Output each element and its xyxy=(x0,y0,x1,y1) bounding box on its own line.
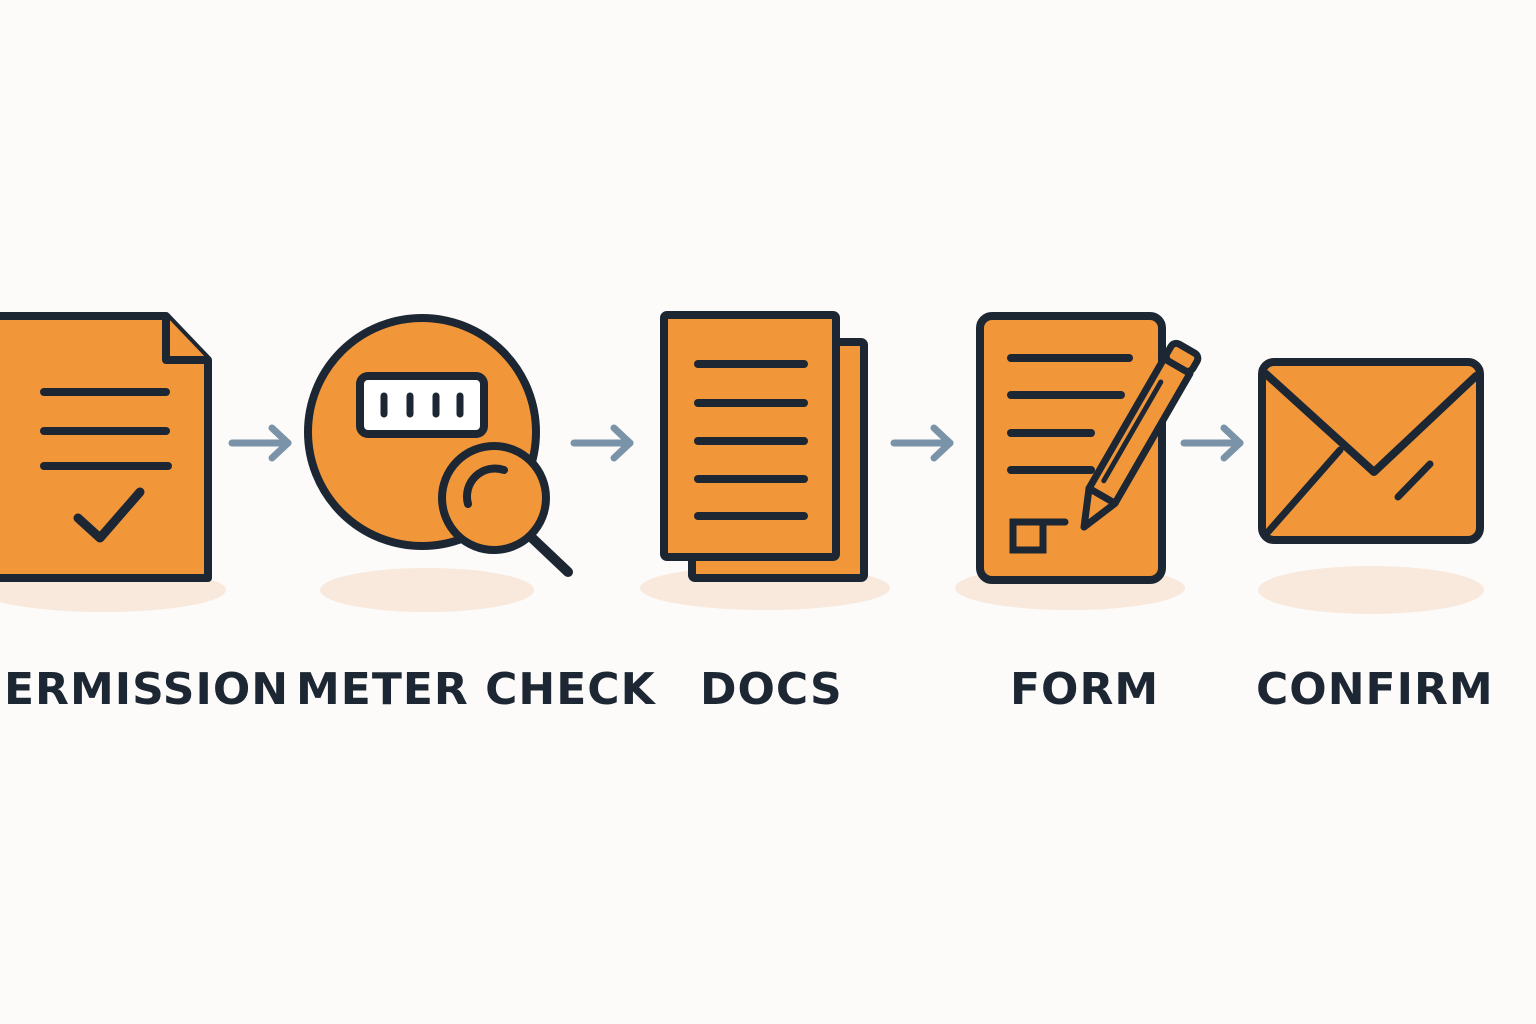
arrow-1-icon xyxy=(228,424,292,462)
step-form xyxy=(955,300,1215,620)
checked-document-icon xyxy=(0,312,212,582)
arrow-4-icon xyxy=(1180,424,1244,462)
step-confirm xyxy=(1250,300,1500,620)
meter-magnifier-icon xyxy=(304,314,573,577)
envelope-icon xyxy=(1258,358,1484,544)
step-label-meter-check: METER CHECK xyxy=(296,664,656,715)
step-label-confirm: CONFIRM xyxy=(1256,664,1494,715)
step-meter-check-shadow xyxy=(320,568,534,612)
step-label-docs: DOCS xyxy=(700,664,843,715)
step-permission xyxy=(0,300,240,620)
step-label-form: FORM xyxy=(1010,664,1160,715)
arrow-3-icon xyxy=(890,424,954,462)
step-docs xyxy=(640,300,900,620)
step-confirm-shadow xyxy=(1258,566,1484,614)
form-pencil-icon xyxy=(976,312,1202,584)
step-label-permission: ERMISSION xyxy=(4,664,290,715)
step-meter-check xyxy=(300,300,590,620)
stacked-documents-icon xyxy=(660,311,868,582)
arrow-2-icon xyxy=(570,424,634,462)
